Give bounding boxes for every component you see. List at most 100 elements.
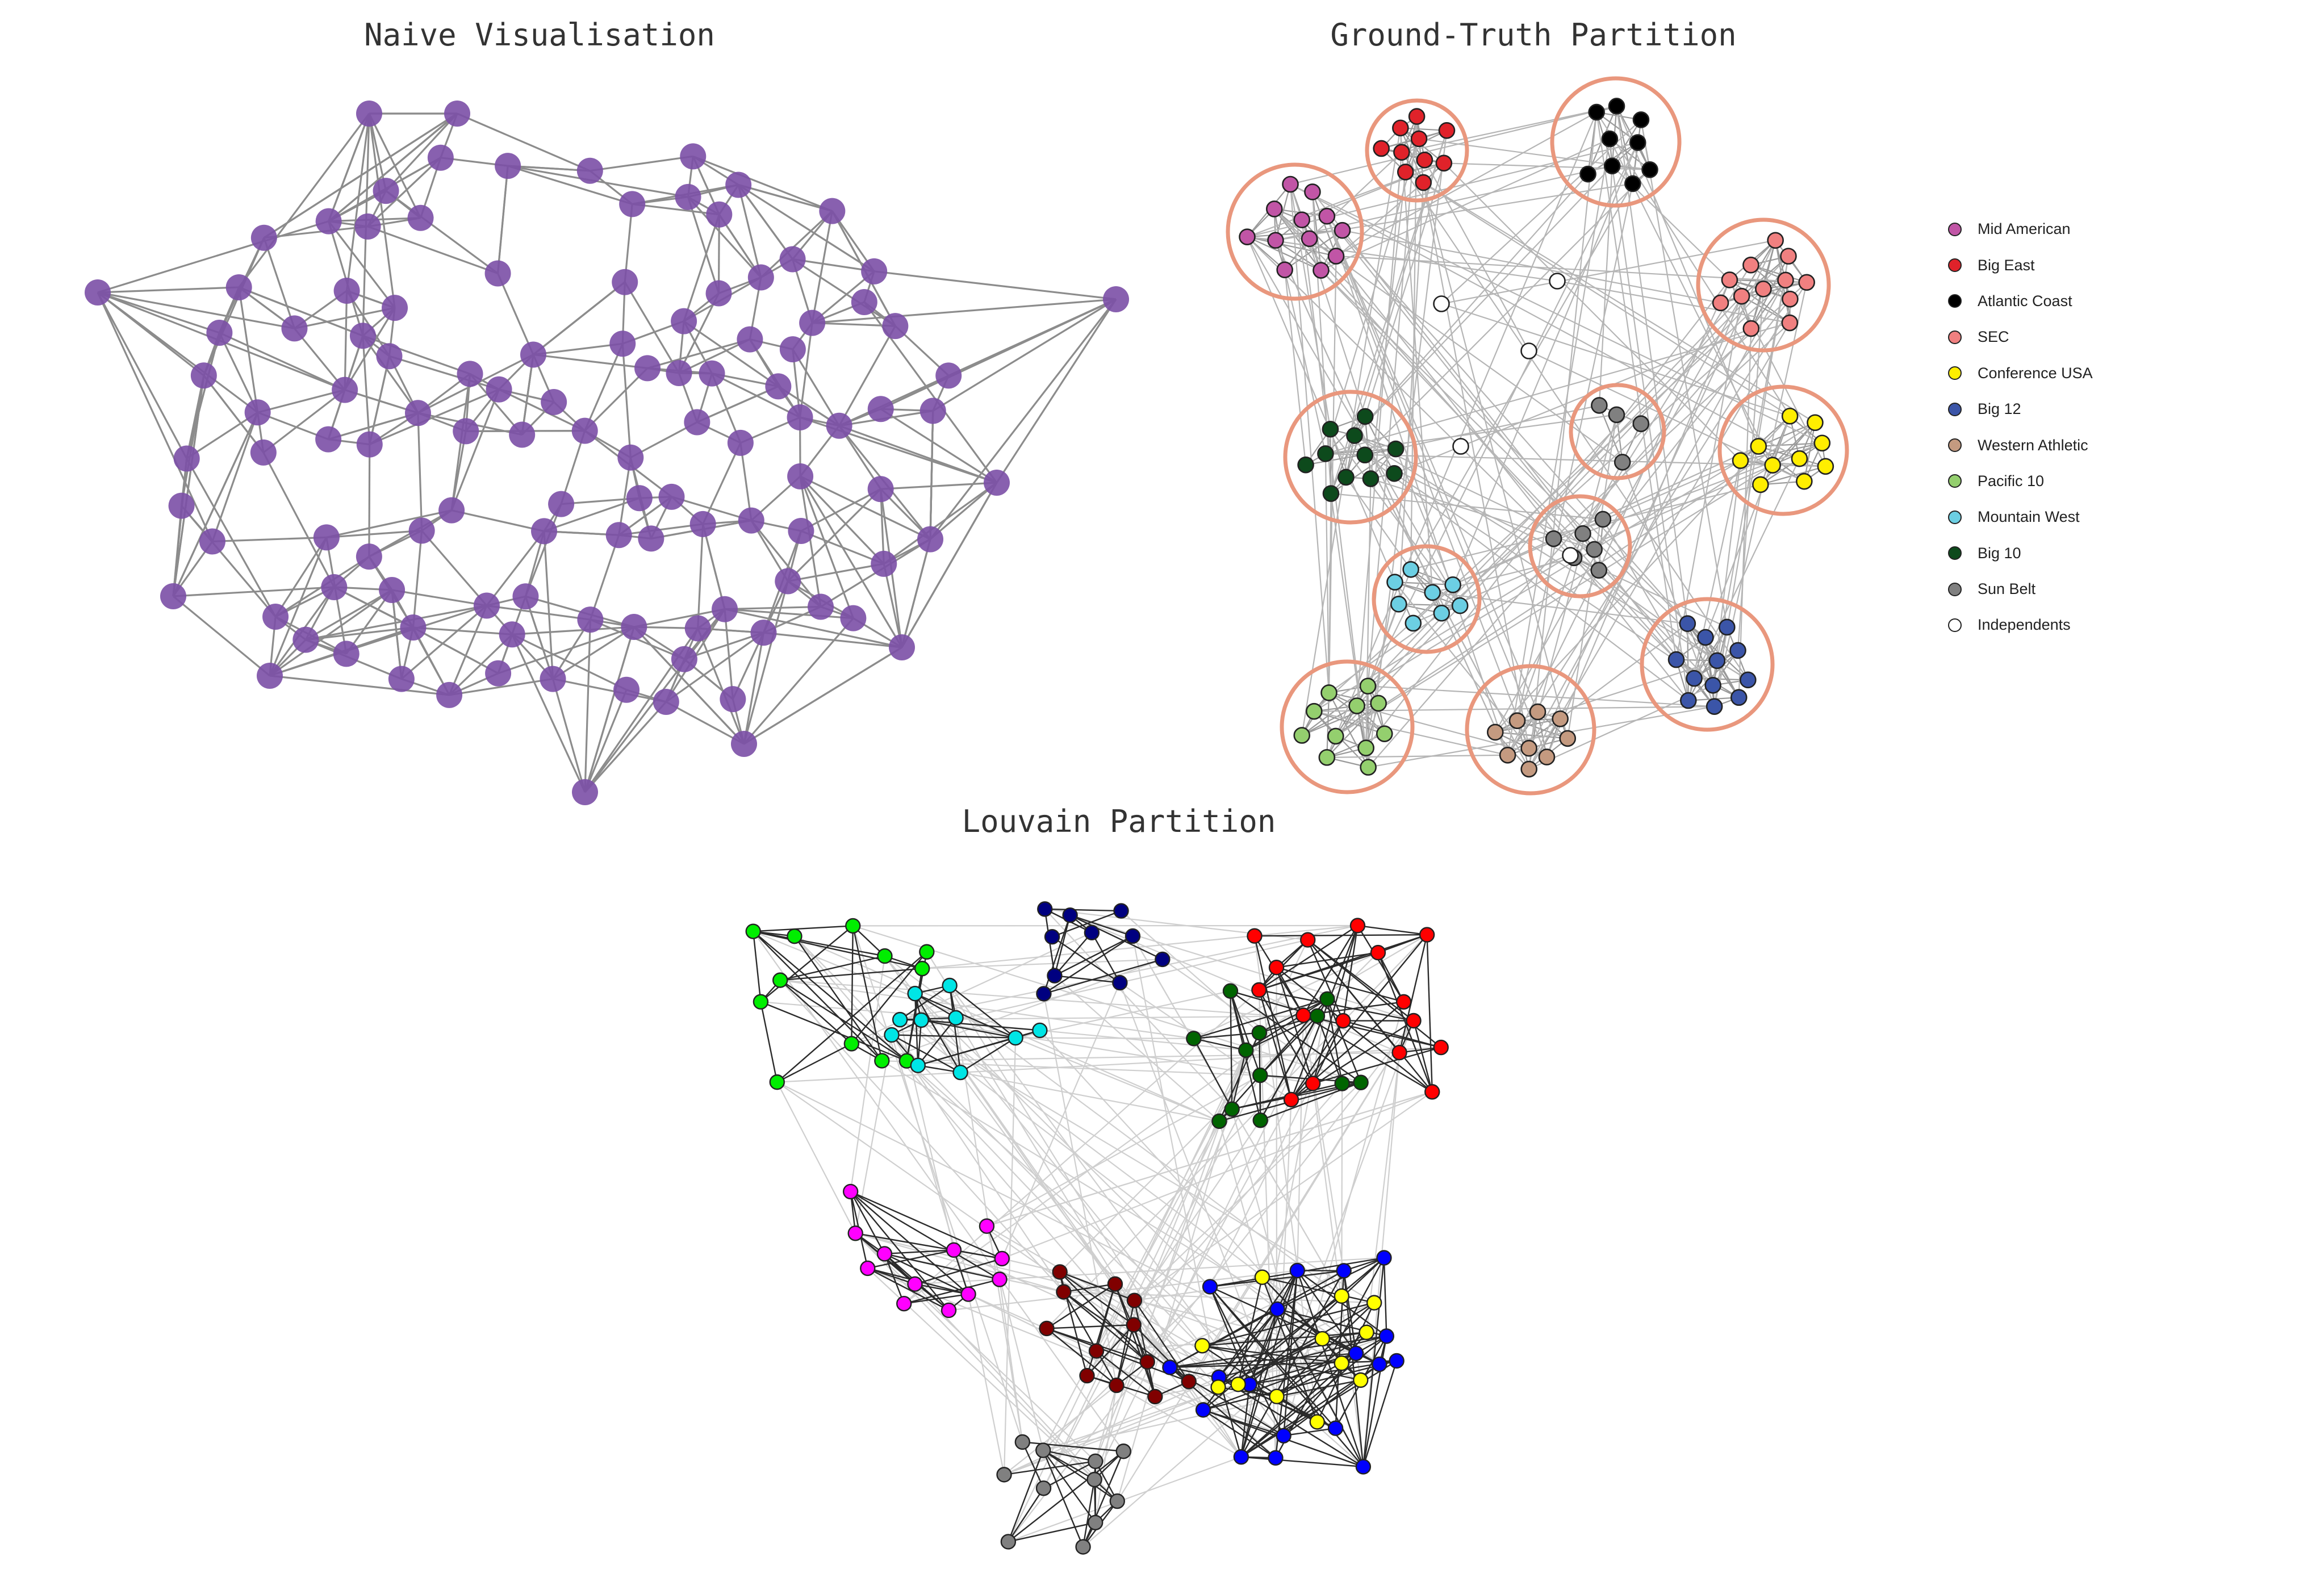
truth-node: [1781, 314, 1799, 332]
cluster-ring: [1372, 544, 1482, 654]
naive-node: [861, 258, 888, 284]
louvain-edge: [1284, 1427, 1336, 1437]
louvain-edge: [1426, 935, 1433, 1092]
cluster-ring: [1569, 383, 1666, 480]
naive-edge: [738, 183, 833, 212]
louvain-edge: [1258, 989, 1314, 1084]
naive-edge: [181, 505, 277, 618]
naive-node: [333, 641, 360, 667]
legend-item: Independents: [1948, 607, 2093, 643]
louvain-edge: [1231, 1108, 1318, 1422]
louvain-edge: [1241, 1456, 1364, 1468]
truth-node: [1433, 604, 1451, 622]
truth-node: [1641, 161, 1658, 178]
truth-edge: [1364, 162, 1445, 417]
truth-edge: [1326, 692, 1330, 758]
truth-node: [1327, 727, 1344, 745]
louvain-node: [1372, 1356, 1387, 1373]
truth-edge: [1275, 240, 1322, 271]
truth-node: [1679, 615, 1696, 633]
truth-node: [1549, 273, 1566, 290]
truth-node: [1387, 440, 1405, 458]
truth-edge: [1750, 264, 1791, 300]
louvain-edge: [1043, 935, 1134, 995]
truth-edge: [1356, 705, 1547, 758]
legend-swatch: [1948, 546, 1962, 560]
louvain-edge: [1169, 1353, 1356, 1369]
truth-node: [1624, 175, 1641, 193]
naive-node: [356, 543, 382, 570]
truth-node: [1721, 271, 1738, 288]
louvain-node: [1254, 1269, 1270, 1285]
louvain-edge: [1303, 1014, 1441, 1048]
truth-node: [1390, 596, 1407, 613]
louvain-edge: [1008, 1488, 1044, 1542]
louvain-edges: [753, 908, 1441, 1547]
louvain-node: [1370, 944, 1386, 961]
naive-edge: [97, 292, 188, 459]
louvain-edge: [914, 993, 962, 1073]
naive-node: [199, 528, 225, 555]
louvain-node: [1269, 1301, 1285, 1317]
naive-edge: [678, 338, 751, 374]
truth-node: [1764, 457, 1781, 474]
louvain-node: [1336, 1263, 1352, 1279]
legend-item: SEC: [1948, 319, 2093, 355]
louvain-node: [860, 1260, 876, 1277]
naive-edge: [702, 524, 726, 610]
truth-edge: [1507, 282, 1808, 756]
legend-label: Conference USA: [1978, 364, 2093, 382]
louvain-node: [745, 923, 761, 939]
legend-item: Atlantic Coast: [1948, 283, 2093, 319]
louvain-edge: [1276, 966, 1404, 1003]
louvain-edge: [1237, 1277, 1263, 1385]
naive-edge: [665, 631, 764, 703]
truth-edge: [1399, 128, 1433, 593]
truth-node: [1416, 151, 1433, 169]
louvain-edge: [1259, 1015, 1318, 1076]
louvain-edge: [1238, 1302, 1375, 1385]
louvain-node: [1433, 1039, 1449, 1056]
louvain-edge: [1069, 914, 1163, 960]
truth-node: [1327, 248, 1345, 265]
naive-edge: [590, 155, 693, 172]
louvain-edge: [1312, 1020, 1344, 1084]
louvain-edge: [1365, 1052, 1401, 1333]
louvain-edge: [776, 1081, 1342, 1364]
naive-edge: [678, 292, 720, 374]
legend-label: Pacific 10: [1978, 472, 2045, 489]
louvain-edge: [852, 926, 883, 1061]
louvain-node: [1334, 1076, 1350, 1091]
legend-swatch: [1948, 366, 1962, 380]
louvain-title: Louvain Partition: [962, 804, 1276, 839]
naive-edge: [326, 509, 452, 538]
naive-node: [484, 260, 511, 287]
louvain-edge: [1114, 1283, 1156, 1397]
louvain-edge: [884, 1253, 1000, 1281]
louvain-edge: [1115, 1324, 1135, 1386]
truth-edge: [1517, 720, 1568, 739]
louvain-node: [1062, 907, 1078, 923]
louvain-node: [1147, 1388, 1163, 1405]
louvain-node: [979, 1218, 995, 1234]
louvain-node: [1424, 1084, 1440, 1100]
louvain-edge: [1059, 1271, 1361, 1381]
legend-swatch: [1948, 258, 1962, 273]
louvain-edge: [850, 1191, 969, 1295]
louvain-edge: [954, 1249, 1250, 1385]
louvain-edge: [1398, 934, 1428, 1053]
legend-swatch: [1948, 294, 1962, 308]
louvain-edge: [1383, 1257, 1387, 1337]
naive-edge: [498, 626, 634, 675]
truth-node: [1334, 221, 1351, 239]
truth-node: [1386, 574, 1403, 591]
naive-edge: [743, 646, 902, 745]
naive-edge: [97, 286, 239, 294]
louvain-edge: [881, 1060, 1260, 1076]
naive-edge: [294, 307, 395, 329]
louvain-node: [1047, 968, 1063, 984]
naive-edge: [328, 220, 396, 309]
truth-edge: [1284, 270, 1307, 465]
louvain-node: [1251, 1025, 1268, 1041]
